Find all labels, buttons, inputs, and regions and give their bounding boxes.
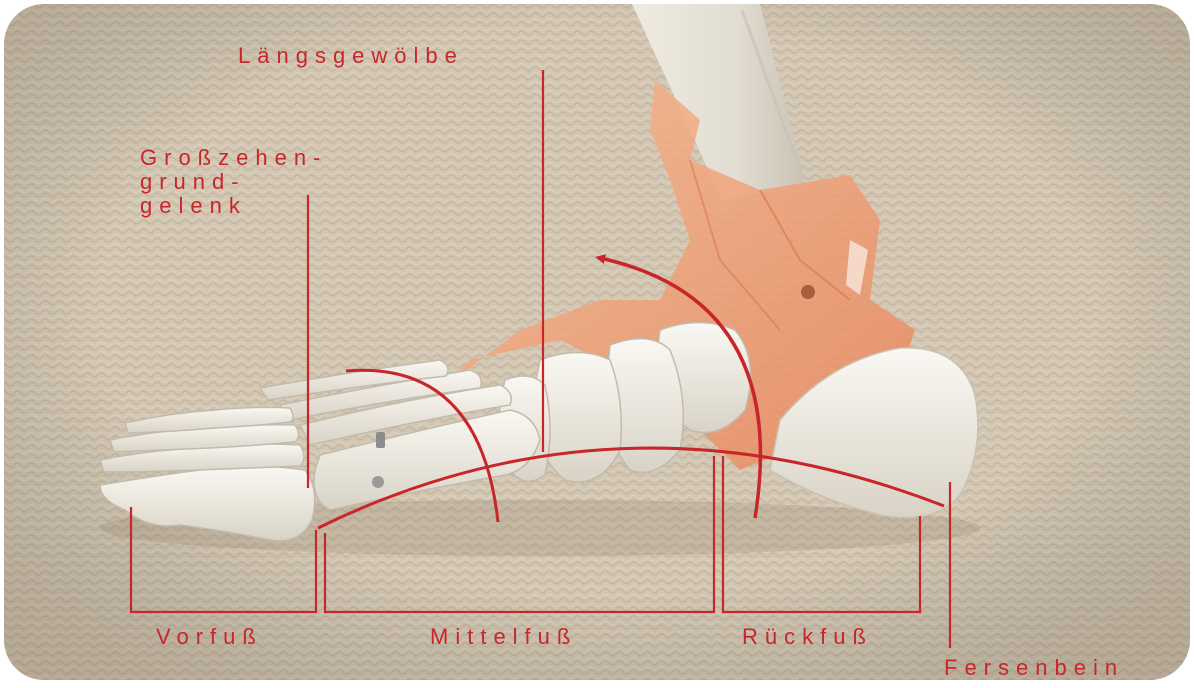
label-grosszehengrundgelenk: Großzehen- grund- gelenk (140, 146, 327, 218)
label-fersenbein: Fersenbein (944, 656, 1124, 680)
label-vorfuss: Vorfuß (156, 625, 263, 649)
label-grosszehen-line-2: grund- (140, 170, 327, 194)
label-rueckfuss: Rückfuß (742, 625, 873, 649)
label-mittelfuss: Mittelfuß (430, 625, 577, 649)
label-grosszehen-line-3: gelenk (140, 194, 327, 218)
label-grosszehen-line-1: Großzehen- (140, 146, 327, 170)
label-laengsgewoelbe: Längsgewölbe (238, 44, 464, 68)
